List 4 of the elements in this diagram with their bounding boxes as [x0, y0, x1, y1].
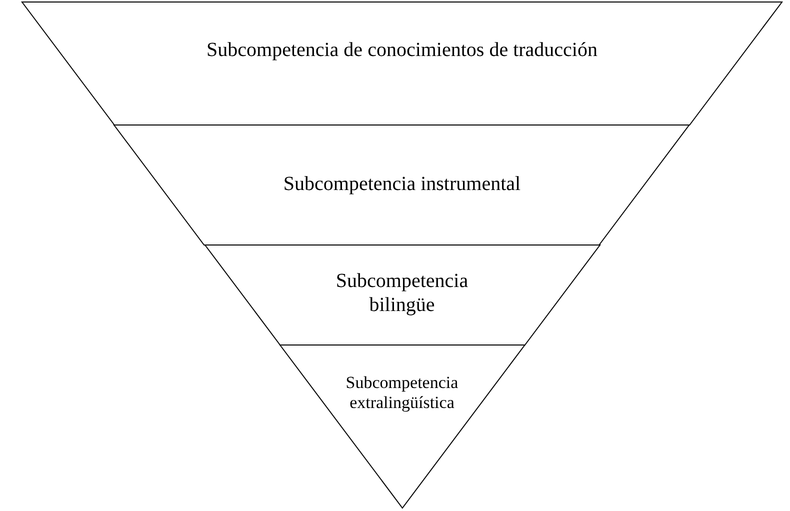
band-label: Subcompetencia instrumental — [283, 172, 521, 196]
band-label: Subcompetencia extralingüística — [344, 373, 460, 414]
band-label: Subcompetencia de conocimientos de traducción — [206, 38, 598, 62]
band-label: Subcompetencia bilingüe — [334, 269, 470, 317]
